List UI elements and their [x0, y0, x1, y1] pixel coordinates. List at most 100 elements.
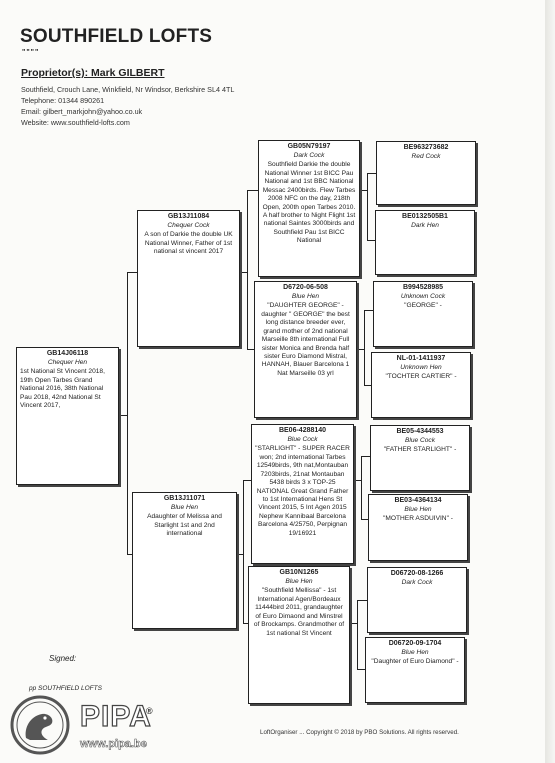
- connector-line: [360, 190, 368, 191]
- connector-line: [127, 554, 132, 555]
- ring-number: NL-01-1411937: [396, 355, 446, 362]
- bird-color: Chequer Hen: [47, 358, 88, 366]
- bird-color: Dark Hen: [411, 221, 439, 229]
- bird-description: 1st National St Vincent 2018, 19th Open …: [20, 368, 105, 410]
- pedigree-box-dds[interactable]: D06720-08-1266 Dark Cock: [367, 567, 467, 633]
- connector-line: [243, 480, 244, 624]
- pedigree-box-dss[interactable]: BE05-4344553 Blue Cock "FATHER STARLIGHT…: [370, 425, 470, 491]
- connector-line: [364, 310, 365, 386]
- connector-line: [357, 349, 365, 350]
- connector-line: [247, 190, 259, 191]
- connector-line: [237, 554, 244, 555]
- connector-line: [364, 310, 374, 311]
- pedigree-box-sire-dam[interactable]: D6720-06-508 Blue Hen "DAUGHTER GEORGE" …: [254, 281, 357, 418]
- registered-mark-icon: ®: [146, 706, 153, 716]
- connector-line: [364, 385, 372, 386]
- bird-description: Southfield Darkie the double National Wi…: [262, 161, 356, 245]
- bird-description: "Daughter of Euro Diamond" -: [371, 658, 459, 666]
- pedigree-box-dsd[interactable]: BE03-4364134 Blue Hen "MOTHER ASDUIVIN" …: [368, 494, 468, 561]
- pedigree-box-dam-sire[interactable]: BE06-4288140 Blue Cock "STARLIGHT" - SUP…: [251, 424, 354, 564]
- connector-line: [361, 519, 369, 520]
- ring-number: D06720-09-1704: [388, 640, 442, 647]
- bird-description: "STARLIGHT" - SUPER RACER won; 2nd inter…: [255, 445, 350, 537]
- ring-number: BE05-4344553: [396, 428, 444, 435]
- bird-description: "FATHER STARLIGHT" -: [383, 446, 457, 454]
- pipa-url: www.pipa.be: [80, 738, 147, 751]
- ring-number: GB13J11084: [167, 213, 210, 220]
- connector-line: [361, 456, 371, 457]
- connector-line: [357, 600, 368, 601]
- bird-color: Unknown Cock: [400, 292, 446, 300]
- ring-number: D06720-08-1266: [390, 570, 444, 577]
- ring-number: GB05N79197: [287, 143, 331, 150]
- connector-line: [367, 173, 368, 241]
- pedigree-box-subject[interactable]: GB14J06118 Chequer Hen 1st National St V…: [16, 347, 119, 485]
- ring-number: BE06-4288140: [278, 427, 327, 434]
- connector-line: [367, 240, 375, 241]
- bird-description: "TOCHTER CARTIER" -: [385, 373, 457, 381]
- pedigree-box-sdd[interactable]: NL-01-1411937 Unknown Hen "TOCHTER CARTI…: [371, 352, 471, 418]
- loft-title: SOUTHFIELD LOFTS: [20, 26, 213, 47]
- bird-description: "MOTHER ASDUIVIN" -: [383, 515, 453, 523]
- pedigree-box-sire-sire[interactable]: GB05N79197 Dark Cock Southfield Darkie t…: [258, 140, 360, 277]
- connector-line: [240, 272, 248, 273]
- connector-line: [350, 623, 358, 624]
- website-text: Website: www.southfield-lofts.com: [21, 118, 130, 127]
- signed-label: Signed:: [49, 654, 77, 663]
- connector-line: [247, 349, 254, 350]
- pedigree-box-ddd[interactable]: D06720-09-1704 Blue Hen "Daughter of Eur…: [365, 637, 465, 703]
- bird-color: Dark Cock: [293, 151, 325, 159]
- telephone-text: Telephone: 01344 890261: [21, 96, 105, 105]
- connector-line: [247, 190, 248, 350]
- ring-number: GB14J06118: [46, 350, 89, 357]
- bird-color: Blue Hen: [170, 503, 199, 511]
- pedigree-box-sss[interactable]: BE963273682 Red Cock: [376, 141, 476, 205]
- bird-color: Chequer Cock: [167, 221, 210, 229]
- ring-number: BE963273682: [403, 144, 449, 151]
- pedigree-box-sire[interactable]: GB13J11084 Chequer Cock A son of Darkie …: [137, 210, 240, 347]
- bird-description: A son of Darkie the double UK National W…: [144, 231, 233, 256]
- connector-line: [243, 480, 252, 481]
- bird-description: Adaughter of Melissa and Starlight 1st a…: [147, 513, 222, 538]
- proprietor-heading: Proprietor(s): Mark GILBERT: [21, 67, 165, 79]
- pipa-brand: PIPA: [79, 699, 152, 733]
- pedigree-box-ssd[interactable]: BE0132505B1 Dark Hen: [375, 210, 475, 275]
- connector-line: [357, 600, 358, 670]
- ring-number: GB10N1265: [279, 569, 319, 576]
- bird-color: Blue Hen: [291, 292, 320, 300]
- pp-signature-line: pp SOUTHFIELD LOFTS: [29, 685, 102, 692]
- connector-line: [127, 272, 128, 555]
- connector-line: [354, 480, 362, 481]
- ring-number: BE0132505B1: [402, 213, 448, 220]
- bird-color: Red Cock: [411, 152, 441, 160]
- bird-color: Dark Cock: [401, 578, 433, 586]
- ring-number: D6720-06-508: [283, 284, 328, 291]
- connector-line: [243, 623, 249, 624]
- bird-color: Unknown Hen: [400, 363, 442, 371]
- pigeon-icon: [25, 713, 53, 740]
- bird-color: Blue Cock: [287, 435, 318, 443]
- ring-number: BE03-4364134: [394, 497, 442, 504]
- email-text: Email: gilbert_markjohn@yahoo.co.uk: [21, 107, 143, 116]
- title-marks: """": [22, 49, 40, 56]
- connector-line: [357, 669, 366, 670]
- connector-line: [361, 456, 362, 520]
- pedigree-box-sds[interactable]: B994528985 Unknown Cock "GEORGE" -: [373, 281, 473, 347]
- address-text: Southfield, Crouch Lane, Winkfield, Nr W…: [21, 85, 235, 94]
- bird-description: "Southfield Mellissa" - 1st Internationa…: [253, 587, 345, 637]
- bird-color: Blue Hen: [404, 505, 432, 513]
- pipa-logo-icon: [10, 695, 70, 755]
- connector-line: [367, 173, 377, 174]
- bird-color: Blue Hen: [285, 577, 313, 585]
- connector-line: [118, 415, 128, 416]
- bird-color: Blue Hen: [401, 648, 429, 656]
- page-edge: [545, 0, 555, 763]
- pedigree-box-dam[interactable]: GB13J11071 Blue Hen Adaughter of Melissa…: [132, 492, 237, 629]
- pedigree-box-dam-dam[interactable]: GB10N1265 Blue Hen "Southfield Mellissa"…: [248, 566, 350, 704]
- ring-number: GB13J11071: [163, 495, 206, 502]
- bird-description: "DAUGHTER GEORGE" - daughter " GEORGE" t…: [261, 302, 350, 377]
- ring-number: B994528985: [402, 284, 444, 291]
- bird-description: "GEORGE" -: [404, 302, 442, 310]
- bird-color: Blue Cock: [404, 436, 436, 444]
- connector-line: [127, 272, 137, 273]
